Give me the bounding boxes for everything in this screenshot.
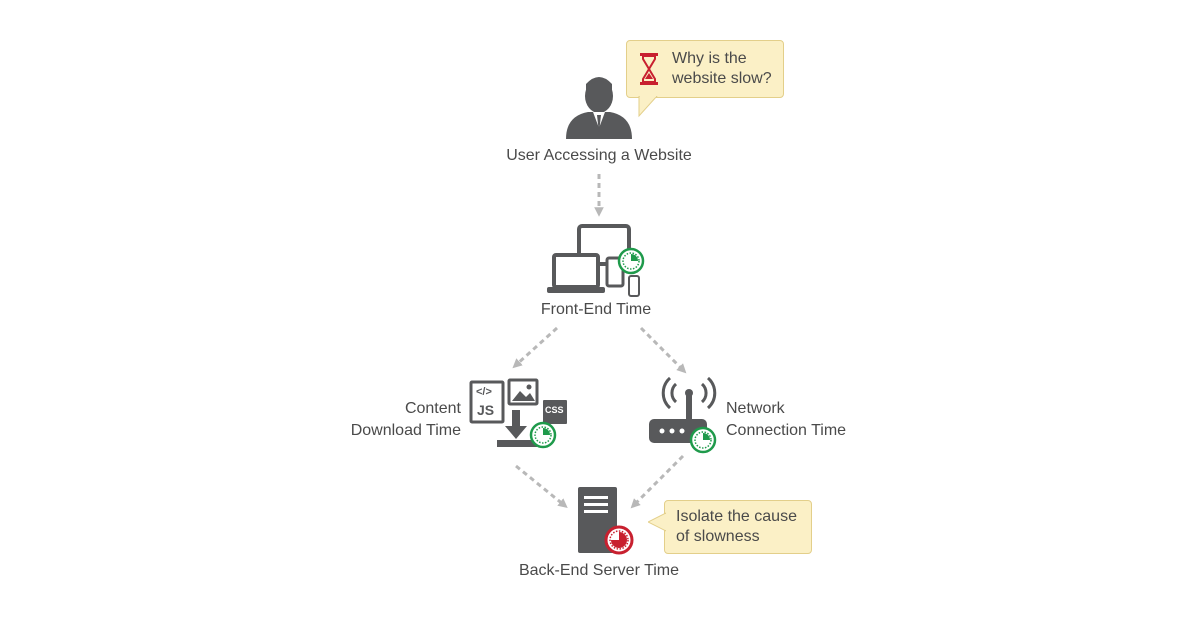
clock-icon bbox=[617, 247, 645, 275]
user-avatar-icon bbox=[566, 77, 632, 139]
clock-icon bbox=[689, 426, 717, 454]
arrow-frontend-to-content bbox=[512, 326, 559, 369]
bubble-line-2: of slowness bbox=[676, 528, 760, 545]
arrow-content-to-backend bbox=[515, 464, 568, 509]
content-files-icon bbox=[469, 378, 567, 449]
server-icon bbox=[578, 487, 634, 555]
css-file-label: CSS bbox=[545, 405, 564, 415]
network-label-line-2: Connection Time bbox=[726, 422, 847, 439]
clock-icon bbox=[529, 421, 557, 449]
arrow-frontend-to-network bbox=[639, 326, 687, 374]
frontend-label: Front-End Time bbox=[540, 301, 652, 318]
code-glyph: </> bbox=[476, 386, 492, 398]
js-file-label: JS bbox=[477, 402, 495, 418]
arrow-network-to-backend bbox=[630, 454, 685, 509]
hourglass-icon bbox=[640, 53, 658, 85]
bubble-tail bbox=[648, 512, 666, 532]
bubble-tail bbox=[638, 96, 658, 118]
bubble-line-1: Isolate the cause bbox=[676, 508, 797, 525]
user-label: User Accessing a Website bbox=[506, 147, 692, 164]
devices-icon bbox=[547, 224, 645, 297]
router-icon bbox=[649, 376, 717, 454]
bubble-line-1: Why is the bbox=[672, 50, 747, 67]
user-speech-bubble: Why is the website slow? bbox=[626, 40, 784, 118]
backend-label: Back-End Server Time bbox=[518, 562, 680, 579]
content-label-line-2: Download Time bbox=[350, 422, 461, 439]
bubble-line-2: website slow? bbox=[672, 70, 772, 87]
clock-icon bbox=[604, 525, 634, 555]
network-label-line-1: Network bbox=[726, 400, 785, 417]
backend-speech-bubble: Isolate the cause of slowness bbox=[648, 500, 812, 554]
content-label-line-1: Content bbox=[404, 400, 461, 417]
